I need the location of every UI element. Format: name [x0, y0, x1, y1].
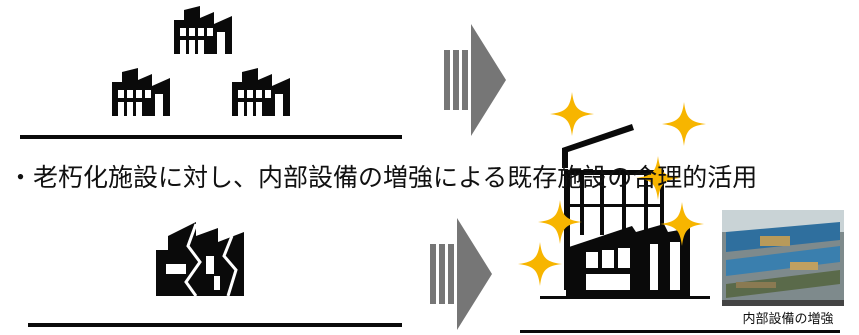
caption-text: ・老朽化施設に対し、内部設備の増強による既存施設の合理的活用 — [8, 163, 758, 192]
sparkle-icon — [550, 92, 594, 136]
ground-line-top — [20, 135, 402, 139]
factory-cluster — [112, 6, 290, 116]
factory-icon — [232, 68, 290, 116]
ground-line-bottom — [28, 323, 402, 327]
sparkle-icon — [662, 102, 706, 146]
equipment-photo — [722, 210, 844, 306]
right-arrow-icon — [430, 218, 492, 330]
right-arrow-icon — [444, 24, 506, 136]
photo-label: 内部設備の増強 — [742, 312, 834, 327]
factory-icon — [174, 6, 232, 54]
sparkle-icon — [518, 242, 562, 286]
renovated-building-icon — [540, 124, 710, 299]
damaged-factory-icon — [156, 222, 244, 297]
factory-icon — [112, 68, 170, 116]
ground-line-right — [520, 330, 840, 333]
